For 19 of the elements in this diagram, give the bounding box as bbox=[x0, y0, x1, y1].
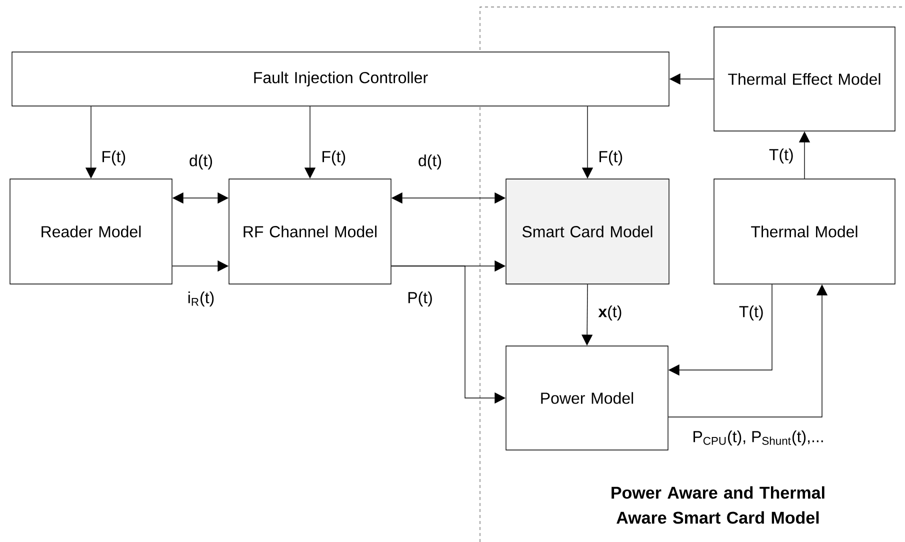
model-box: RF Channel Model bbox=[228, 178, 392, 284]
edge-label: T(t) bbox=[739, 306, 763, 320]
model-box: Smart Card Model bbox=[506, 178, 670, 284]
model-box: Thermal Effect Model bbox=[714, 26, 896, 132]
edge-label: d(t) bbox=[190, 154, 212, 170]
edge-label: P(t) bbox=[408, 292, 432, 306]
edge-label: F(t) bbox=[322, 150, 346, 166]
region-title: Power Aware and Thermal Aware Smart Card Model bbox=[612, 486, 824, 524]
model-box: Reader Model bbox=[10, 178, 172, 284]
edge-label: i$_{R}$(t) bbox=[188, 292, 214, 306]
model-box: Power Model bbox=[506, 346, 668, 450]
edge-label: T(t) bbox=[769, 148, 793, 164]
edge-label: P$_{CPU}$(t), P$_{Shunt}$(t),... bbox=[694, 430, 823, 446]
model-box: Fault Injection Controller bbox=[12, 52, 670, 106]
edge-label: F(t) bbox=[102, 150, 126, 166]
model-box: Thermal Model bbox=[714, 178, 896, 284]
edge-label: F(t) bbox=[600, 150, 622, 166]
edge-label: d(t) bbox=[418, 154, 441, 170]
edge-label: x(t) bbox=[598, 306, 622, 320]
